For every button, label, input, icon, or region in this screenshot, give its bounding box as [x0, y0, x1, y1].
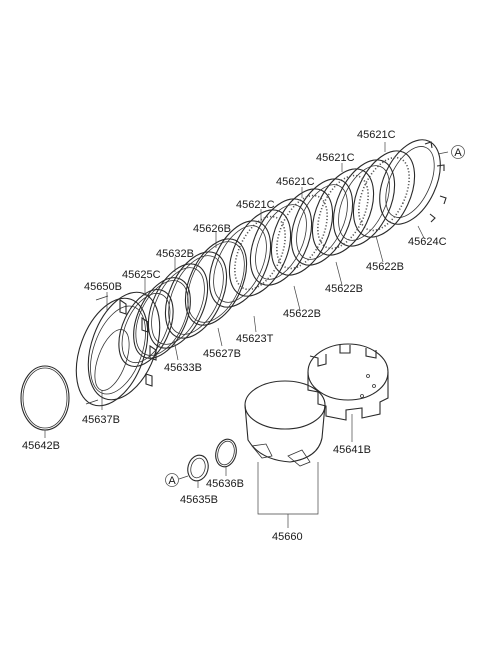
part-45650b-piston	[75, 291, 161, 407]
label-45635b: 45635B	[180, 494, 218, 506]
label-45626b: 45626B	[193, 223, 231, 235]
part-45622b-steel-plate-1	[332, 159, 396, 247]
label-45642b: 45642B	[22, 440, 60, 452]
label-45622b-2: 45622B	[325, 283, 363, 295]
label-45621c-1: 45621C	[357, 129, 396, 141]
label-45625c: 45625C	[122, 269, 161, 281]
part-45642b-snap-ring	[20, 365, 70, 431]
label-45637b: 45637B	[82, 414, 120, 426]
label-45623t: 45623T	[236, 333, 274, 345]
label-45621c-3: 45621C	[276, 176, 315, 188]
leader-lines	[44, 142, 449, 528]
label-45650b: 45650B	[84, 281, 122, 293]
part-labels: 45621C 45621C 45621C 45621C 45624C 45622…	[22, 129, 447, 543]
label-45622b-3: 45622B	[283, 308, 321, 320]
label-45622b-1: 45622B	[366, 261, 404, 273]
label-45627b: 45627B	[203, 348, 241, 360]
callout-a-bottom-text: A	[168, 475, 176, 487]
label-45621c-2: 45621C	[316, 152, 355, 164]
label-45641b: 45641B	[333, 444, 371, 456]
part-45660-brake-band	[244, 380, 326, 467]
label-45636b: 45636B	[206, 478, 244, 490]
part-45622b-steel-plate-3	[249, 198, 313, 286]
label-45624c: 45624C	[408, 236, 447, 248]
label-45660: 45660	[272, 531, 303, 543]
part-45636b-ring	[215, 438, 237, 468]
label-45633b: 45633B	[164, 362, 202, 374]
label-45632b: 45632B	[156, 248, 194, 260]
part-45637b-drum-inner	[94, 329, 130, 391]
part-45621c-friction-disc-4	[228, 209, 292, 297]
callout-a-bottom: A	[165, 473, 179, 487]
callout-a-top: A	[451, 145, 465, 159]
part-45625c-ring	[118, 289, 174, 367]
part-45641b-drum	[307, 343, 389, 421]
part-45623t-plate	[208, 220, 272, 308]
label-45621c-4: 45621C	[236, 199, 275, 211]
clutch-pack	[118, 139, 447, 367]
part-45624c-end-plate	[379, 139, 447, 225]
callout-a-top-text: A	[454, 147, 462, 159]
part-45635b-ring	[187, 454, 209, 482]
